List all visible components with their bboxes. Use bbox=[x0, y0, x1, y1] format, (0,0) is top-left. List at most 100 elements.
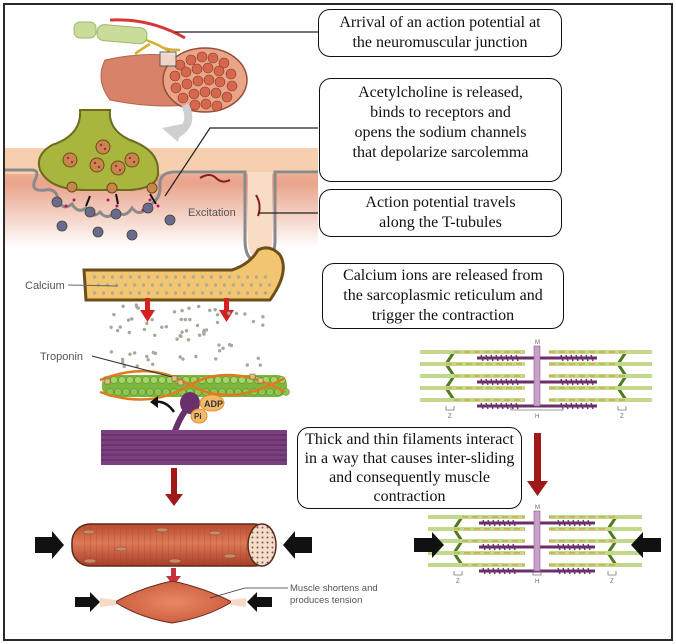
calcium-ion bbox=[101, 275, 106, 279]
actin-bead bbox=[138, 388, 146, 396]
calcium-ion bbox=[120, 357, 125, 362]
calcium-ion bbox=[177, 283, 182, 287]
myosin-head bbox=[490, 378, 494, 386]
calcium-ion bbox=[153, 333, 157, 337]
myosin-head bbox=[557, 519, 561, 527]
calcium-ion bbox=[128, 275, 133, 279]
actin-bead bbox=[154, 388, 162, 396]
calcium-ion bbox=[175, 337, 179, 341]
calcium-ion bbox=[245, 363, 249, 367]
calcium-ion bbox=[194, 354, 198, 359]
calcium-ion bbox=[142, 327, 147, 332]
m-line bbox=[533, 510, 541, 572]
calcium-ion bbox=[127, 330, 131, 335]
myosin-head bbox=[587, 567, 591, 575]
myosin-head bbox=[512, 519, 516, 527]
h-label: H bbox=[535, 579, 539, 585]
myosin-head bbox=[587, 543, 591, 551]
myosin-head bbox=[505, 354, 509, 362]
myosin-head bbox=[502, 519, 506, 527]
calcium-ion bbox=[195, 283, 200, 287]
calcium-ion bbox=[118, 325, 123, 329]
calcium-ion bbox=[181, 357, 185, 361]
sarcomere-down-arrow-icon bbox=[534, 433, 541, 483]
myosin-head bbox=[485, 402, 489, 410]
myosin-head bbox=[512, 567, 516, 575]
actin-bead bbox=[214, 376, 222, 384]
myosin-head bbox=[490, 354, 494, 362]
myosin-head bbox=[585, 354, 589, 362]
z-label: Z bbox=[620, 414, 624, 420]
calcium-ion bbox=[160, 325, 164, 329]
myosin-head bbox=[480, 402, 484, 410]
calcium-ion bbox=[209, 291, 214, 295]
calcium-ion bbox=[222, 283, 227, 287]
calcium-label: Calcium bbox=[25, 280, 65, 292]
sarcomere-arrow-left-icon bbox=[414, 532, 444, 558]
callout-filament-sliding: Thick and thin filaments interact in a w… bbox=[297, 427, 522, 509]
calcium-ion bbox=[146, 358, 150, 362]
myosin-head bbox=[490, 402, 494, 410]
calcium-ion bbox=[263, 291, 268, 295]
h-bracket bbox=[510, 406, 564, 411]
calcium-ion bbox=[261, 315, 265, 319]
calcium-ion bbox=[172, 310, 177, 314]
calcium-ion bbox=[123, 283, 128, 287]
calcium-ion bbox=[173, 275, 178, 279]
calcium-ion bbox=[126, 318, 131, 322]
calcium-ion bbox=[128, 291, 133, 295]
calcium-ion bbox=[135, 364, 139, 368]
myosin-head bbox=[502, 567, 506, 575]
calcium-ion bbox=[188, 317, 192, 322]
m-label: M bbox=[535, 505, 540, 511]
calcium-ion bbox=[243, 312, 247, 316]
z-label: Z bbox=[456, 579, 460, 585]
myosin-head bbox=[590, 354, 594, 362]
actin-bead bbox=[158, 376, 166, 384]
myosin-head bbox=[507, 567, 511, 575]
calcium-ion bbox=[209, 275, 214, 279]
actin-bead bbox=[122, 388, 130, 396]
calcium-ion bbox=[191, 291, 196, 295]
calcium-ion bbox=[110, 275, 115, 279]
callout-calcium-release: Calcium ions are released from the sarco… bbox=[322, 263, 564, 329]
calcium-ion bbox=[128, 352, 132, 356]
callout-leaders bbox=[164, 31, 318, 214]
myosin-head bbox=[560, 378, 564, 386]
calcium-ion bbox=[121, 360, 125, 365]
calcium-ion bbox=[187, 306, 191, 310]
myosin-head bbox=[510, 402, 514, 410]
myosin-head bbox=[495, 402, 499, 410]
myosin-head bbox=[562, 543, 566, 551]
z-bracket bbox=[607, 571, 617, 576]
compression-arrow-right-icon bbox=[283, 531, 312, 559]
callout-acetylcholine-release: Acetylcholine is released, binds to rece… bbox=[319, 78, 562, 182]
myosin-head bbox=[492, 519, 496, 527]
calcium-ion bbox=[256, 356, 260, 360]
calcium-ion bbox=[119, 275, 124, 279]
z-label: Z bbox=[610, 579, 614, 585]
calcium-ion bbox=[92, 275, 97, 279]
calcium-ion bbox=[146, 291, 151, 295]
myosin-head bbox=[577, 519, 581, 527]
actin-bead bbox=[222, 376, 230, 384]
calcium-ion bbox=[146, 275, 151, 279]
actin-bead bbox=[118, 376, 126, 384]
h-bracket bbox=[532, 571, 542, 576]
myosin-head bbox=[580, 378, 584, 386]
calcium-ion bbox=[213, 283, 218, 287]
myosin-head bbox=[577, 567, 581, 575]
calcium-ion bbox=[101, 291, 106, 295]
calcium-ion bbox=[214, 357, 218, 361]
myosin-head bbox=[492, 543, 496, 551]
calcium-ion bbox=[179, 317, 183, 322]
calcium-ion bbox=[227, 311, 231, 315]
nerve-and-muscle-bundle bbox=[73, 18, 248, 142]
z-bracket bbox=[445, 406, 455, 411]
actin-bead bbox=[150, 376, 158, 384]
calcium-ion bbox=[164, 291, 169, 295]
calcium-ion bbox=[115, 328, 120, 333]
myosin-head bbox=[557, 567, 561, 575]
myosin-head bbox=[510, 354, 514, 362]
